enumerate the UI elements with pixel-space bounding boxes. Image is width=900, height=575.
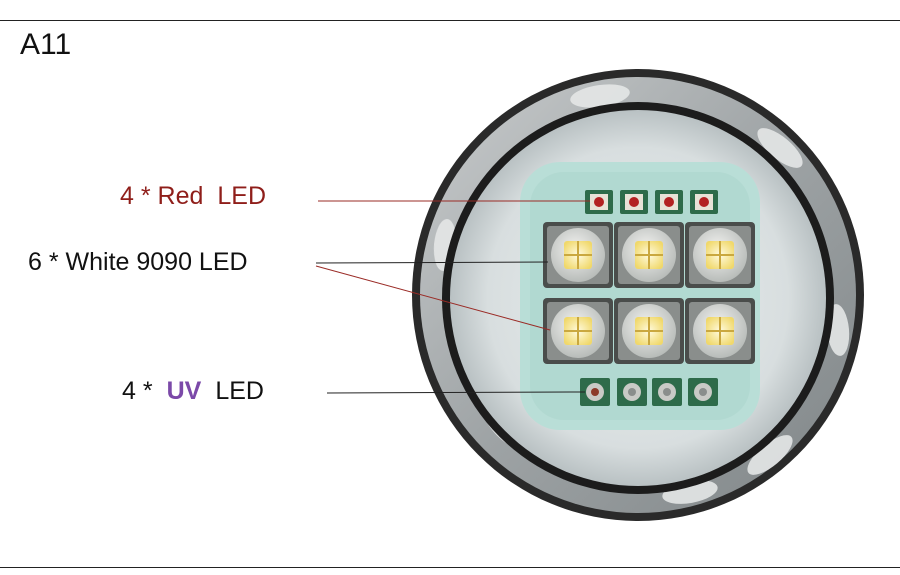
white-led-label: 6 * White 9090 LED	[28, 248, 248, 276]
uv-led-row	[580, 378, 718, 406]
uv-led	[688, 378, 718, 406]
uv-led	[652, 378, 682, 406]
red-led	[690, 190, 718, 214]
white-led-grid	[543, 222, 755, 364]
uv-led-label: 4 * UV LED	[122, 377, 264, 406]
model-name: A11	[20, 28, 72, 61]
uv-led-label-highlight: UV	[166, 377, 202, 405]
red-led	[585, 190, 613, 214]
white-led	[543, 298, 613, 364]
uv-leader-line	[326, 391, 586, 394]
red-led	[655, 190, 683, 214]
white-leader-line-top	[315, 261, 549, 264]
white-leader-line-bottom	[315, 265, 551, 331]
red-led	[620, 190, 648, 214]
top-divider	[0, 20, 900, 21]
red-led-label-suffix: LED	[217, 182, 267, 210]
red-led-label: 4 * Red LED	[120, 182, 266, 211]
uv-led	[580, 378, 610, 406]
white-led	[543, 222, 613, 288]
uv-led	[617, 378, 647, 406]
white-led	[685, 222, 755, 288]
white-led	[614, 298, 684, 364]
uv-led-label-prefix: 4 *	[122, 377, 153, 405]
white-led	[614, 222, 684, 288]
red-led-row	[585, 190, 718, 214]
white-led	[685, 298, 755, 364]
bottom-divider	[0, 567, 900, 568]
uv-led-label-suffix: LED	[215, 377, 264, 405]
red-led-label-prefix: 4 * Red	[120, 182, 204, 210]
